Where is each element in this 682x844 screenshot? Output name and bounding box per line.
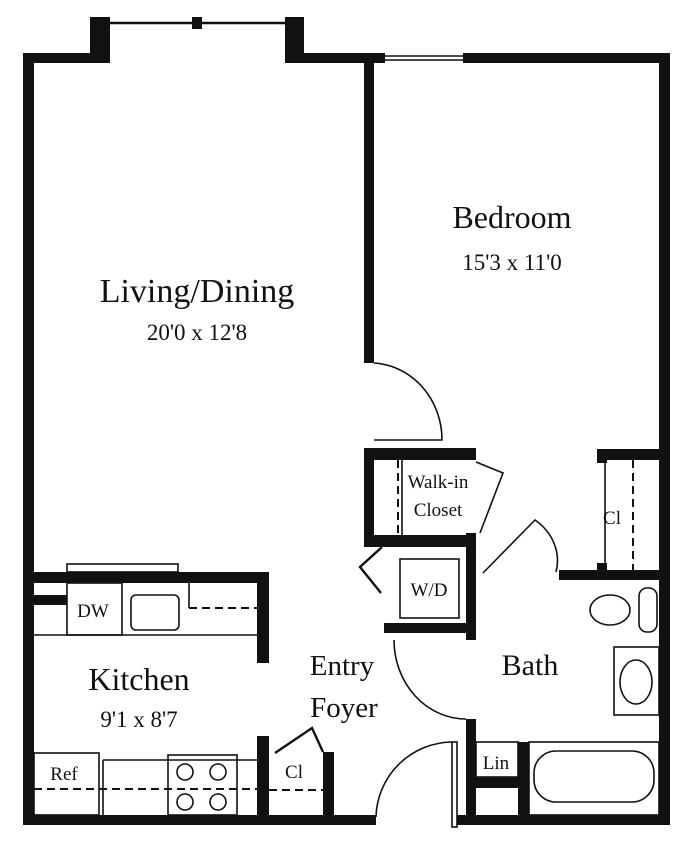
front-door-leaf xyxy=(451,741,458,828)
living-dining-label: Living/Dining xyxy=(100,273,295,310)
toilet-tank xyxy=(638,587,658,633)
laundry-bifold-door xyxy=(358,546,383,594)
bathtub-basin xyxy=(533,750,655,803)
kitchen-sink xyxy=(130,594,180,631)
refrigerator xyxy=(33,752,100,816)
labels: Living/Dining 20'0 x 12'8 Bedroom 15'3 x… xyxy=(50,199,621,785)
bedroom-label: Bedroom xyxy=(452,199,571,235)
lin-label: Lin xyxy=(483,753,510,774)
ref-label: Ref xyxy=(50,764,78,785)
bedroom-door-swing xyxy=(373,362,443,441)
kitchen-size: 9'1 x 8'7 xyxy=(100,707,177,732)
walkin-closet-door xyxy=(475,461,505,534)
wd-label: W/D xyxy=(411,580,448,601)
washer-dryer xyxy=(399,558,460,619)
bath-entry-door xyxy=(393,639,467,720)
windows xyxy=(66,21,463,573)
walkin-label-2: Closet xyxy=(414,500,463,521)
linen-closet xyxy=(475,741,519,778)
entry-label-1: Entry xyxy=(310,650,375,682)
dishwasher xyxy=(66,582,123,636)
kitchen-closet-door xyxy=(274,726,325,754)
living-dining-size: 20'0 x 12'8 xyxy=(147,320,247,345)
kitchen-label: Kitchen xyxy=(88,661,189,697)
bedroom-closet-label: Cl xyxy=(603,508,621,529)
walls xyxy=(23,17,670,825)
range xyxy=(167,754,238,816)
front-door xyxy=(375,741,453,818)
kitchen-closet-label: Cl xyxy=(285,762,303,783)
bath-vanity xyxy=(613,646,660,716)
doors xyxy=(274,362,559,828)
fixtures xyxy=(33,460,660,816)
bath-label: Bath xyxy=(502,649,559,682)
bath-sink xyxy=(619,659,653,705)
toilet xyxy=(589,594,631,626)
bath-door xyxy=(482,518,559,574)
entry-label-2: Foyer xyxy=(310,692,378,724)
walkin-label-1: Walk-in xyxy=(408,472,469,493)
bathtub xyxy=(528,741,660,816)
bedroom-size: 15'3 x 11'0 xyxy=(462,250,561,275)
dw-label: DW xyxy=(77,601,109,622)
